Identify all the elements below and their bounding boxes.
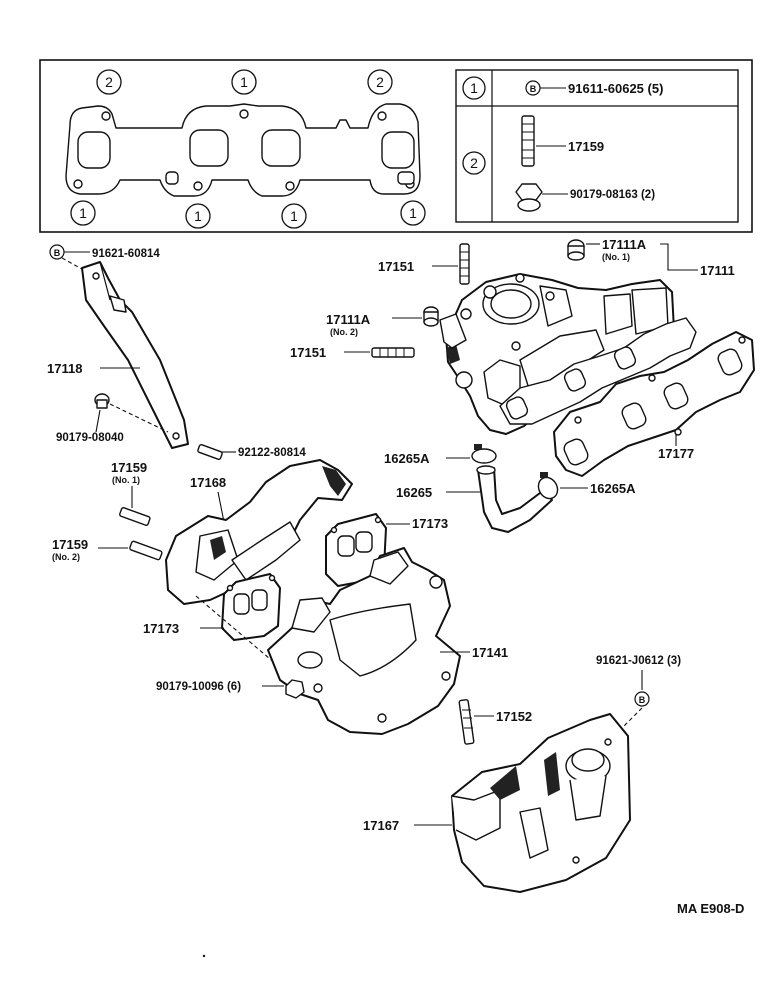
- nut-90179-08040: [94, 393, 110, 409]
- label-17159-no2-sub: (No. 2): [52, 552, 80, 562]
- label-17118: 17118: [47, 361, 82, 376]
- gasket-17177-rear: [499, 317, 697, 425]
- label-17111A-no1-sub: (No. 1): [602, 252, 630, 262]
- exhaust-bracket-17118: [81, 261, 189, 449]
- label-91621-60814: 91621-60814: [92, 248, 160, 260]
- svg-text:B: B: [530, 84, 537, 94]
- label-16265A-upper: 16265A: [384, 451, 430, 466]
- manifold-17111: [439, 273, 675, 435]
- plug-17111A-no1: [567, 239, 585, 261]
- svg-text:1: 1: [409, 205, 417, 221]
- nut-icon: [515, 183, 543, 212]
- diagram-code: MA E908-D: [677, 901, 744, 916]
- svg-text:2: 2: [105, 74, 113, 90]
- nut-90179-10096: [285, 679, 305, 699]
- label-17111A-no1: 17111A: [602, 237, 647, 252]
- stud-17151-mid: [371, 347, 415, 358]
- label-17151-top: 17151: [378, 259, 414, 274]
- label-17167: 17167: [363, 818, 399, 833]
- gasket-marker-bottom-1: 1: [70, 200, 96, 226]
- bolt-symbol-J0612: B: [634, 691, 650, 707]
- svg-text:2: 2: [470, 155, 478, 171]
- legend-row1-key: 1: [462, 76, 486, 100]
- label-17111A-no2-sub: (No. 2): [330, 327, 358, 337]
- svg-text:2: 2: [376, 74, 384, 90]
- label-17173-lower: 17173: [143, 621, 179, 636]
- svg-text:B: B: [54, 248, 61, 258]
- label-17159-no1-sub: (No. 1): [112, 475, 140, 485]
- label-17159-no2: 17159: [52, 537, 88, 552]
- legend-table: 1 B 91611-60625 (5) 2 17159 90179-08163 …: [455, 69, 739, 223]
- label-17152: 17152: [496, 709, 532, 724]
- svg-text:1: 1: [79, 205, 87, 221]
- svg-text:1: 1: [290, 208, 298, 224]
- stud-icon: [521, 115, 535, 167]
- gasket-marker-bottom-2: 1: [185, 203, 211, 229]
- gasket-17173-lower: [221, 573, 281, 641]
- gasket-marker-top-2: 1: [231, 69, 257, 95]
- label-17111A-no2: 17111A: [326, 312, 371, 327]
- gasket-marker-bottom-3: 1: [281, 203, 307, 229]
- gasket-marker-top-1: 2: [96, 69, 122, 95]
- label-17111: 17111: [700, 263, 735, 278]
- exhaust-gasket: [65, 103, 421, 197]
- gasket-marker-top-3: 2: [367, 69, 393, 95]
- clamp-16265A-lower: [537, 472, 559, 500]
- svg-text:B: B: [639, 695, 646, 705]
- legend-row2-key: 2: [462, 151, 486, 175]
- svg-text:1: 1: [240, 74, 248, 90]
- legend-row2-stud: 17159: [568, 139, 604, 154]
- label-17159-no1: 17159: [111, 460, 147, 475]
- svg-text:1: 1: [194, 208, 202, 224]
- gasket-17177: [553, 331, 755, 477]
- stud-17159-no1: [119, 506, 151, 526]
- label-91621-J0612: 91621-J0612 (3): [596, 655, 681, 667]
- label-90179-08040: 90179-08040: [56, 432, 124, 444]
- label-16265: 16265: [396, 485, 432, 500]
- bracket-bolt-symbol: B: [49, 244, 65, 260]
- label-17173-upper: 17173: [412, 516, 448, 531]
- label-92122-80814: 92122-80814: [238, 447, 306, 459]
- svg-text:1: 1: [470, 80, 478, 96]
- heat-insulator-17168: [165, 459, 353, 605]
- heat-insulator-17167: [451, 713, 631, 893]
- clamp-16265A-upper: [471, 444, 497, 464]
- legend-row1-part: 91611-60625 (5): [568, 81, 663, 96]
- stud-17151-top: [459, 243, 470, 285]
- plug-17111A-no2: [423, 306, 439, 327]
- stud-17152: [458, 699, 475, 745]
- stud-92122-80814: [197, 444, 223, 460]
- label-17151-mid: 17151: [290, 345, 326, 360]
- gasket-inset-frame: [39, 59, 753, 233]
- label-17177: 17177: [658, 446, 694, 461]
- exhaust-manifold-17141: [267, 547, 461, 735]
- label-17168: 17168: [190, 475, 226, 490]
- legend-bolt-symbol: B: [525, 80, 541, 96]
- gasket-marker-bottom-4: 1: [400, 200, 426, 226]
- label-90179-10096: 90179-10096 (6): [156, 681, 241, 693]
- stud-17159-no2: [129, 540, 163, 561]
- legend-row2-nut: 90179-08163 (2): [570, 189, 655, 201]
- label-16265A-lower: 16265A: [590, 481, 636, 496]
- label-17141: 17141: [472, 645, 508, 660]
